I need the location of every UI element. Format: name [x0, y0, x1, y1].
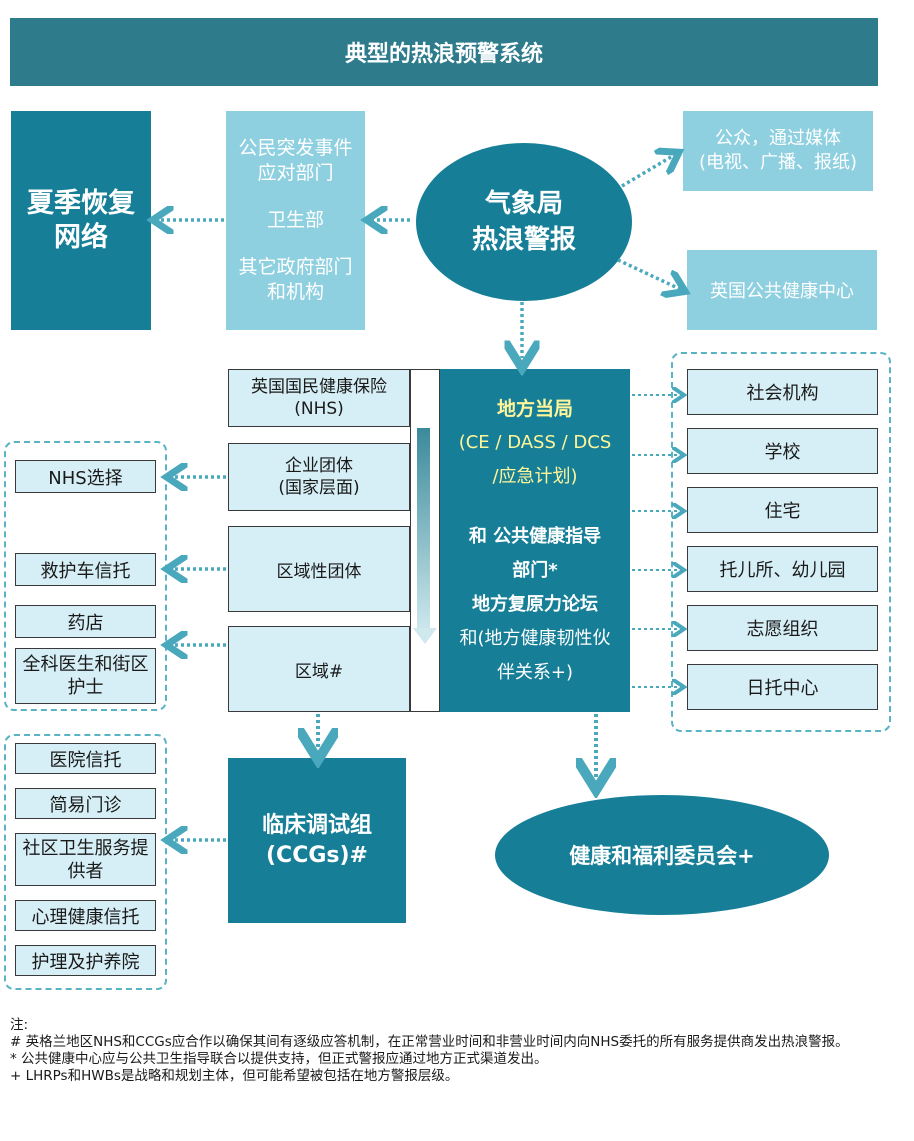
regional-box: 区域性团体 — [228, 526, 410, 612]
arrow-met-to-phe — [617, 258, 682, 290]
walk-in-clinic-box: 简易门诊 — [15, 788, 156, 819]
phe-label: 英国公共健康中心 — [710, 281, 854, 302]
right-target-group — [671, 352, 891, 732]
social-institutions-label: 社会机构 — [746, 383, 819, 404]
pharmacy-box: 药店 — [15, 605, 156, 638]
hwb-ellipse: 健康和福利委员会+ — [495, 795, 829, 915]
ccg-line1: 临床调试组 — [261, 812, 372, 838]
gp-nurses-box: 全科医生和街区护士 — [15, 648, 156, 704]
public-media-line2: (电视、广播、报纸) — [698, 152, 858, 173]
enterprise-line1: 企业团体 — [285, 456, 353, 476]
note-hash: # 英格兰地区NHS和CCGs应合作以确保其间有逐级应答机制，在正常营业时间和非… — [10, 1034, 849, 1050]
social-institutions-box: 社会机构 — [687, 369, 878, 415]
ambulance-trust-label: 救护车信托 — [40, 560, 131, 582]
local-authority-line7: 和(地方健康韧性伙 — [459, 627, 611, 649]
civil-dept-line1: 公民突发事件 — [238, 137, 353, 159]
summer-network-line2: 网络 — [54, 221, 108, 253]
day-care-label: 日托中心 — [746, 678, 819, 699]
mental-health-box: 心理健康信托 — [15, 900, 156, 931]
nursery-label: 托儿所、幼儿园 — [719, 560, 846, 581]
schools-box: 学校 — [687, 428, 878, 474]
met-office-line2: 热浪警报 — [471, 225, 576, 255]
arrow-met-to-public — [621, 154, 676, 188]
nhs-choices-label: NHS选择 — [48, 467, 123, 489]
local-authority-line8: 伴关系+) — [496, 661, 574, 683]
public-media-box: 公众，通过媒体 (电视、广播、报纸) — [683, 111, 873, 191]
cascade-gradient-arrow — [417, 428, 430, 633]
area-box: 区域# — [228, 626, 410, 712]
met-office-ellipse: 气象局 热浪警报 — [416, 143, 632, 301]
volunteer-label: 志愿组织 — [746, 619, 819, 640]
pharmacy-label: 药店 — [67, 612, 104, 634]
civil-dept-line3: 其它政府部门 — [238, 256, 353, 278]
housing-box: 住宅 — [687, 487, 878, 533]
local-authority-line6: 地方复原力论坛 — [472, 593, 598, 615]
hospital-trust-box: 医院信托 — [15, 743, 156, 774]
community-health-box: 社区卫生服务提供者 — [15, 833, 156, 886]
footnotes: 注: # 英格兰地区NHS和CCGs应合作以确保其间有逐级应答机制，在正常营业时… — [10, 1017, 900, 1085]
summer-network-line1: 夏季恢复 — [27, 187, 135, 219]
left-bottom-group — [4, 734, 167, 990]
local-authority-box: 地方当局 (CE / DASS / DCS /应急计划) 和 公共健康指导 部门… — [440, 369, 630, 712]
nhs-box: 英国国民健康保险 (NHS) — [228, 369, 410, 427]
volunteer-box: 志愿组织 — [687, 605, 878, 651]
housing-label: 住宅 — [764, 501, 801, 522]
enterprise-line2: (国家层面) — [278, 478, 360, 498]
civil-dept-line4: 和机构 — [266, 281, 324, 303]
mental-health-label: 心理健康信托 — [31, 906, 140, 928]
ambulance-trust-box: 救护车信托 — [15, 553, 156, 586]
phe-box: 英国公共健康中心 — [687, 250, 877, 330]
summer-network-box: 夏季恢复 网络 — [11, 111, 151, 330]
diagram-title: 典型的热浪预警系统 — [10, 18, 878, 86]
note-plus: + LHRPs和HWBs是战略和规划主体，但可能希望被包括在地方警报层级。 — [10, 1068, 459, 1084]
ccg-line2: (CCGs)# — [266, 842, 368, 868]
hwb-label: 健康和福利委员会+ — [569, 844, 755, 868]
nhs-line1: 英国国民健康保险 — [251, 377, 387, 397]
civil-dept-line2: 应对部门 — [257, 162, 334, 184]
care-homes-box: 护理及护养院 — [15, 945, 156, 976]
local-authority-line1: 地方当局 — [496, 397, 573, 420]
public-media-line1: 公众，通过媒体 — [715, 128, 841, 149]
local-authority-line5: 部门* — [512, 559, 558, 581]
health-dept-label: 卫生部 — [266, 209, 324, 231]
walk-in-clinic-label: 简易门诊 — [49, 794, 122, 816]
gp-nurses-label: 全科医生和街区护士 — [22, 654, 149, 698]
ccg-box: 临床调试组 (CCGs)# — [228, 758, 406, 923]
local-authority-line3: /应急计划) — [492, 465, 578, 487]
schools-label: 学校 — [764, 442, 801, 463]
cascade-arrow-head — [413, 628, 437, 644]
nursery-box: 托儿所、幼儿园 — [687, 546, 878, 592]
met-office-line1: 气象局 — [484, 189, 563, 219]
local-authority-line2: (CE / DASS / DCS — [458, 431, 612, 453]
nhs-line2: (NHS) — [294, 399, 344, 419]
local-authority-line4: 和 公共健康指导 — [468, 525, 602, 547]
nhs-choices-box: NHS选择 — [15, 460, 156, 493]
area-label: 区域# — [294, 661, 344, 682]
note-heading: 注: — [10, 1017, 29, 1033]
title-text: 典型的热浪预警系统 — [344, 42, 543, 67]
enterprise-box: 企业团体 (国家层面) — [228, 443, 410, 511]
hospital-trust-label: 医院信托 — [49, 749, 122, 771]
community-health-label: 社区卫生服务提供者 — [22, 837, 149, 882]
regional-label: 区域性团体 — [276, 561, 362, 582]
care-homes-label: 护理及护养院 — [31, 951, 140, 973]
civil-departments-box: 公民突发事件 应对部门 卫生部 其它政府部门 和机构 — [226, 111, 365, 330]
note-star: * 公共健康中心应与公共卫生指导联合以提供支持，但正式警报应通过地方正式渠道发出… — [10, 1051, 548, 1067]
